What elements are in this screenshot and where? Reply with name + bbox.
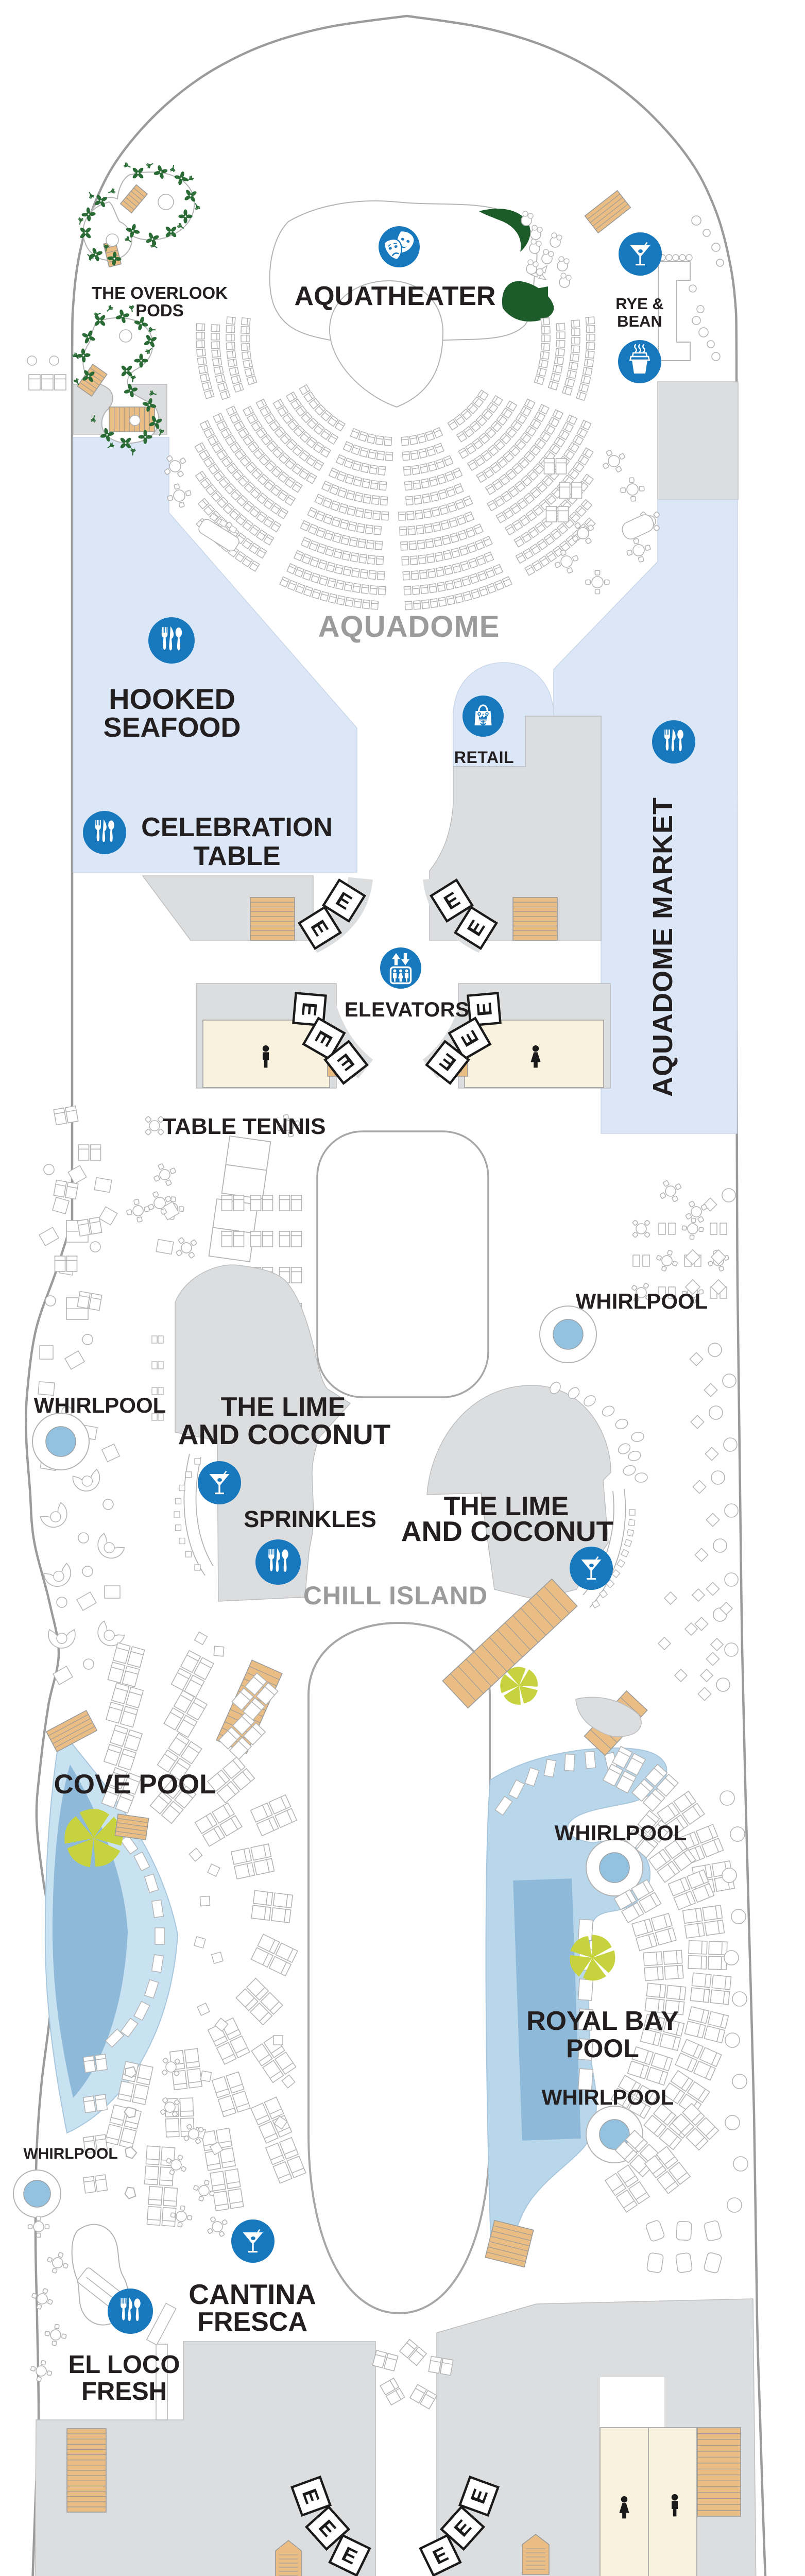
svg-text:CANTINA: CANTINA [189,2278,316,2310]
svg-text:AND COCONUT: AND COCONUT [178,1418,390,1450]
svg-text:WHIRLPOOL: WHIRLPOOL [542,2085,674,2109]
svg-text:TABLE: TABLE [193,841,280,871]
svg-text:AQUATHEATER: AQUATHEATER [295,281,496,311]
svg-text:PODS: PODS [135,301,184,320]
svg-text:AQUADOME MARKET: AQUADOME MARKET [647,797,678,1097]
svg-text:SEAFOOD: SEAFOOD [103,712,241,743]
svg-text:THE OVERLOOK: THE OVERLOOK [92,283,228,302]
svg-text:BEAN: BEAN [617,312,662,330]
svg-text:FRESH: FRESH [81,2378,167,2405]
svg-text:THE LIME: THE LIME [444,1492,569,1521]
svg-text:FRESCA: FRESCA [197,2307,307,2337]
svg-text:WHIRLPOOL: WHIRLPOOL [576,1289,708,1313]
svg-text:AQUADOME: AQUADOME [318,610,500,643]
svg-text:THE LIME: THE LIME [221,1392,346,1422]
svg-text:ELEVATORS: ELEVATORS [345,998,469,1021]
svg-text:CELEBRATION: CELEBRATION [141,812,333,842]
svg-text:EL LOCO: EL LOCO [68,2351,180,2379]
svg-text:CHILL ISLAND: CHILL ISLAND [303,1581,488,1610]
svg-text:WHIRLPOOL: WHIRLPOOL [555,1821,687,1845]
svg-text:E: E [297,1002,321,1017]
svg-text:HOOKED: HOOKED [109,683,235,715]
svg-text:AND COCONUT: AND COCONUT [401,1515,613,1547]
svg-text:WHIRLPOOL: WHIRLPOOL [23,2145,117,2162]
svg-text:COVE POOL: COVE POOL [54,1769,216,1800]
svg-text:SPRINKLES: SPRINKLES [244,1506,376,1532]
svg-text:TABLE TENNIS: TABLE TENNIS [163,1114,326,1139]
svg-text:E: E [473,1002,496,1017]
svg-text:RETAIL: RETAIL [454,748,514,767]
svg-text:RYE &: RYE & [615,295,664,313]
svg-text:ROYAL BAY: ROYAL BAY [526,2006,679,2036]
svg-text:POOL: POOL [566,2034,639,2063]
